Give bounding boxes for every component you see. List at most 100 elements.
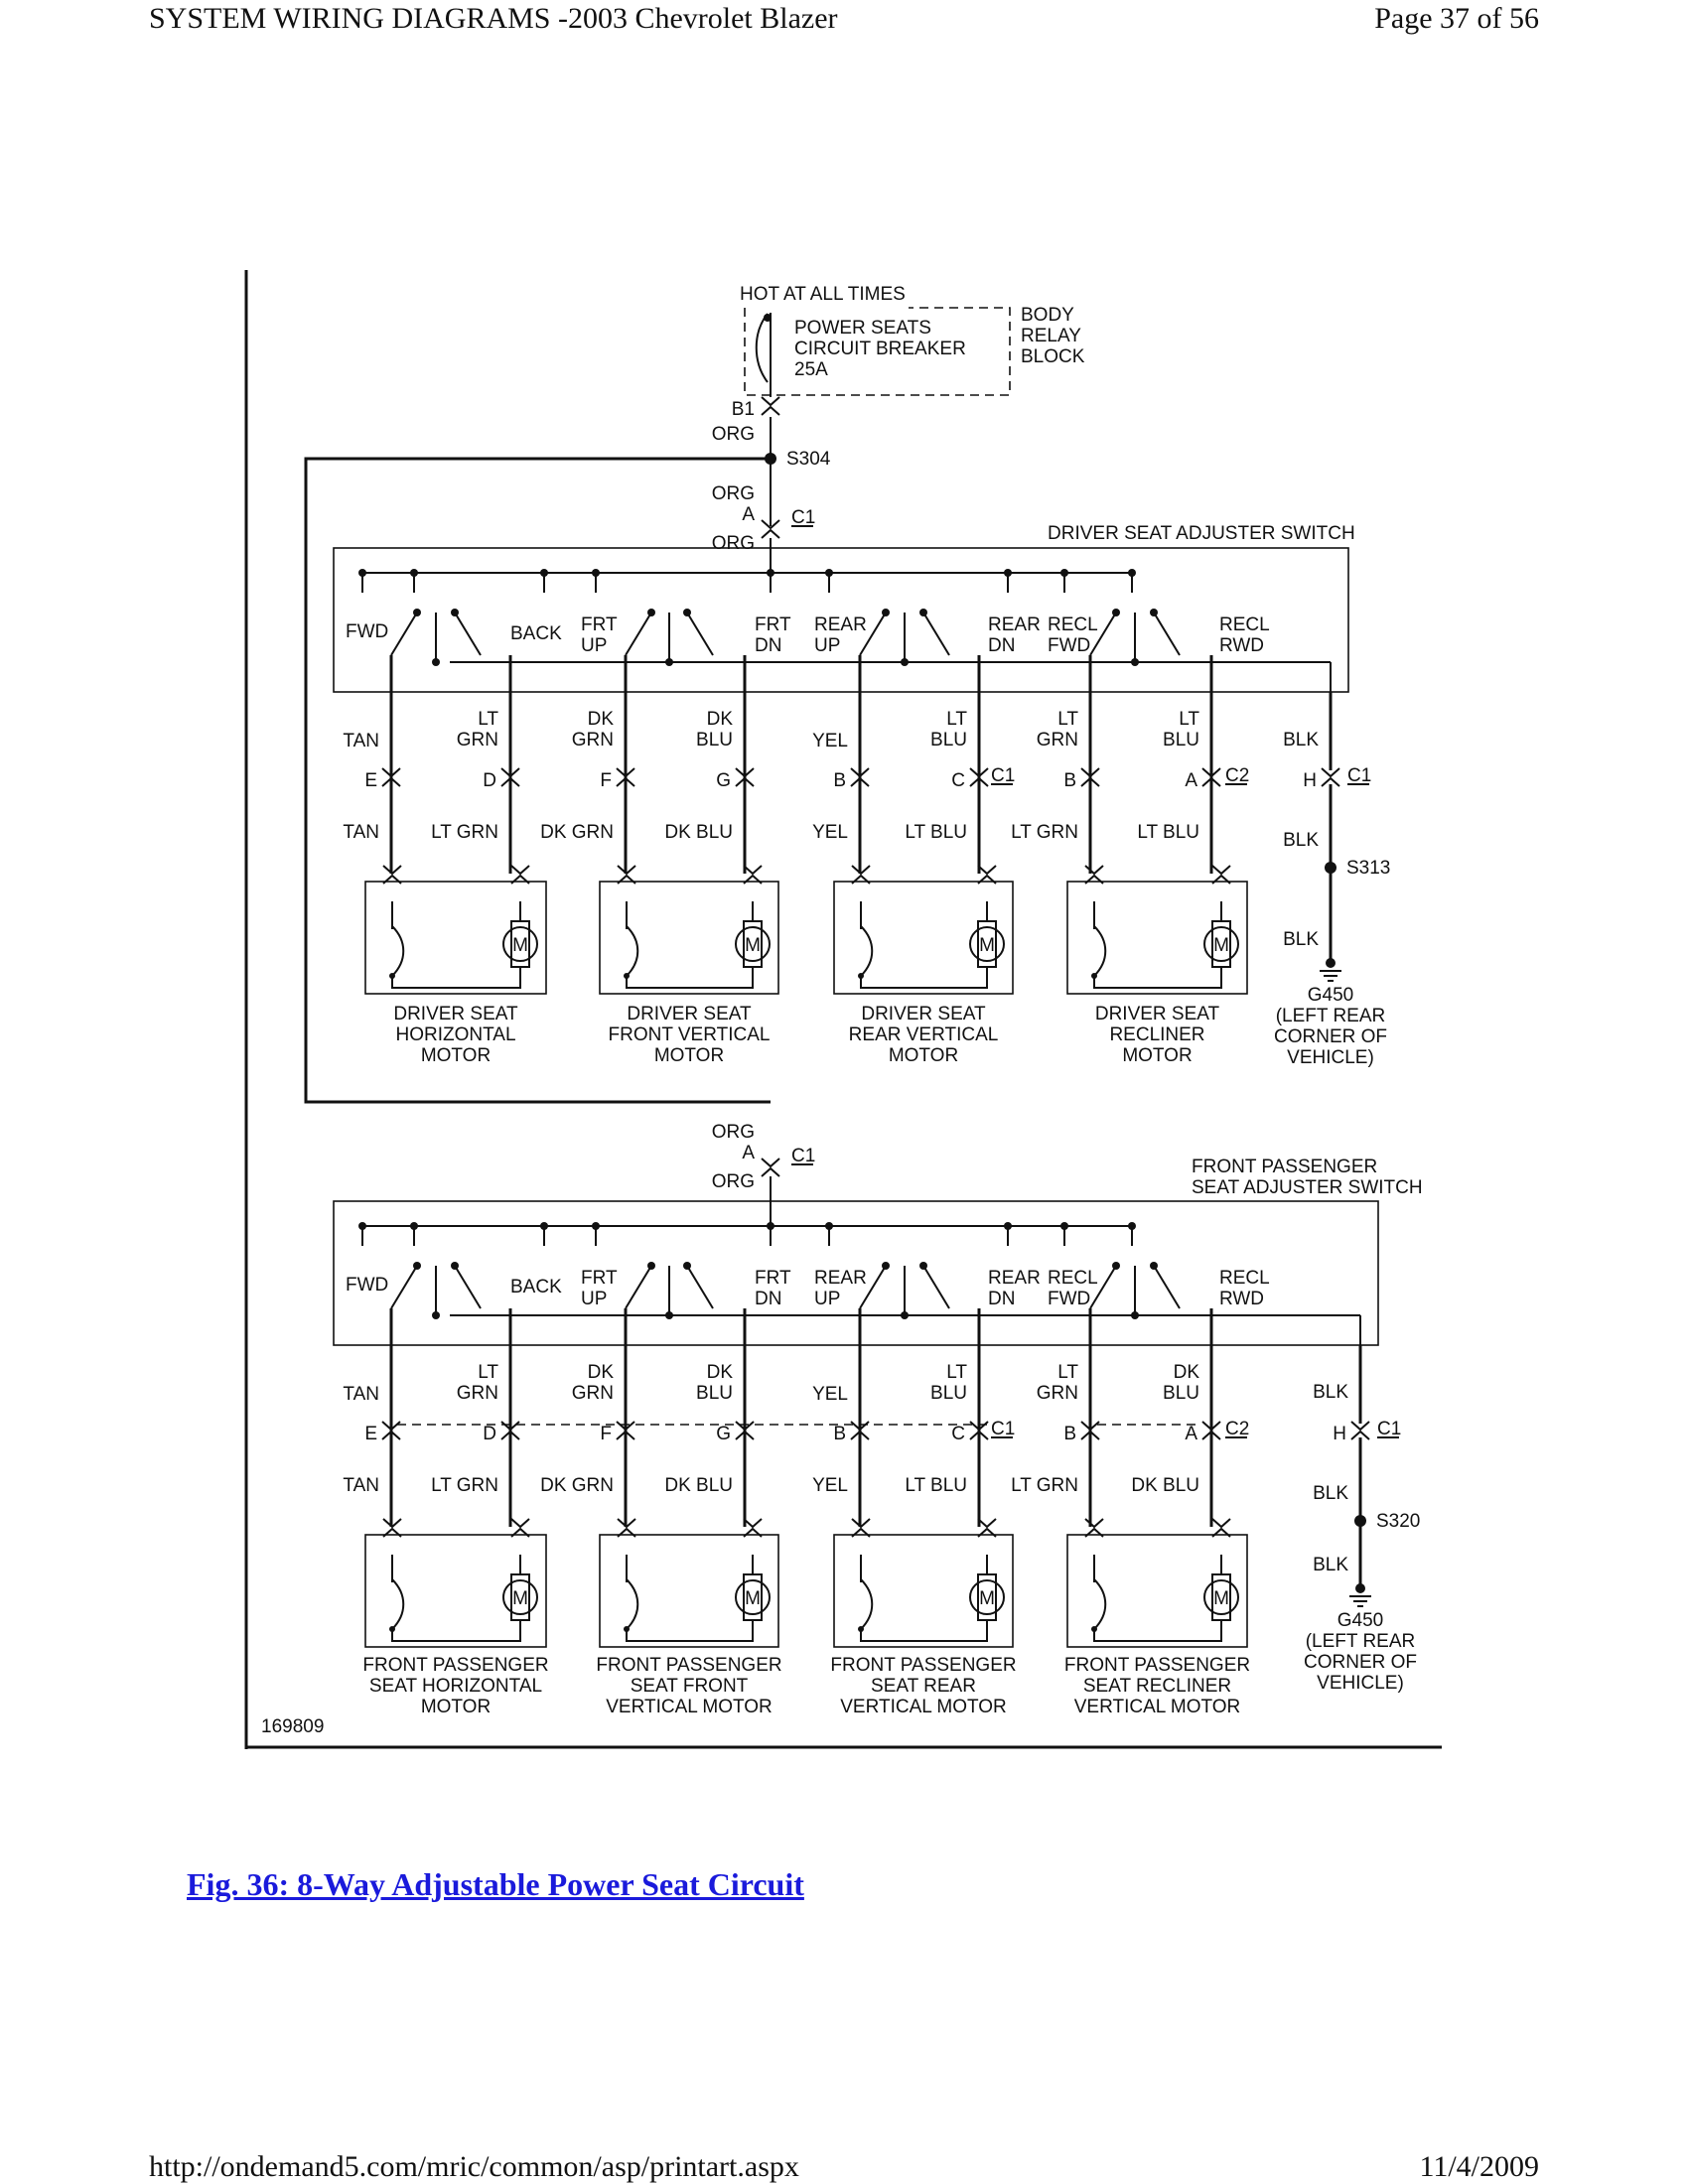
- motor-body: [510, 1573, 530, 1621]
- passenger-switch-title: FRONT PASSENGER: [1192, 1157, 1377, 1177]
- motor-breaker-icon: [860, 925, 874, 977]
- motor-name-label: DRIVER SEAT: [393, 1004, 518, 1024]
- bus-junction: [410, 1222, 418, 1230]
- wire-color-label: DK GRN: [540, 1475, 614, 1496]
- motor-circuit: [1093, 1619, 1222, 1642]
- switch-label-frt-up: FRT: [581, 1268, 618, 1289]
- switch-box: [333, 1200, 1379, 1346]
- switch-contact: [390, 612, 418, 656]
- pin-label: A: [1185, 1424, 1197, 1444]
- bus-junction: [1004, 1222, 1012, 1230]
- driver-switch-title: DRIVER SEAT ADJUSTER SWITCH: [1048, 523, 1355, 544]
- pin-label: B: [833, 1424, 846, 1444]
- bus-junction: [825, 569, 833, 577]
- motor-connector: [743, 865, 763, 885]
- b1-label: B1: [732, 399, 755, 420]
- figure-number: 169809: [261, 1716, 324, 1737]
- ground-splice-label: S313: [1346, 858, 1390, 879]
- body-relay-block-label: RELAY: [1021, 326, 1081, 346]
- ground-junction: [432, 658, 440, 666]
- figure-caption-link[interactable]: Fig. 36: 8-Way Adjustable Power Seat Cir…: [187, 1866, 804, 1902]
- motor-breaker-icon: [1093, 925, 1107, 977]
- hot-at-all-times-label: HOT AT ALL TIMES: [740, 284, 906, 305]
- wire-color-label: YEL: [812, 1384, 848, 1405]
- bus-junction: [1060, 1222, 1068, 1230]
- harness-connector: [1080, 767, 1100, 787]
- switch-label-recl-rwd: RWD: [1219, 1289, 1264, 1309]
- wire-color-label: GRN: [1037, 1383, 1078, 1404]
- bus-junction: [592, 569, 600, 577]
- switch-contact: [686, 612, 714, 656]
- motor-icon: [969, 926, 1005, 962]
- pin-label: G: [716, 1424, 731, 1444]
- harness-connector: [381, 767, 401, 787]
- switch-label-frt-up: UP: [581, 1289, 607, 1309]
- blk-label: BLK: [1313, 1382, 1348, 1403]
- harness-connector: [735, 1421, 755, 1440]
- motor-icon: [969, 1579, 1005, 1615]
- bus-junction: [1004, 569, 1012, 577]
- org-label: ORG: [712, 483, 755, 504]
- motor-connector: [851, 865, 871, 885]
- wire-color-label: YEL: [812, 731, 848, 751]
- wire-color-label: DK GRN: [540, 822, 614, 843]
- motor-connector: [743, 1518, 763, 1538]
- motor-name-label: FRONT PASSENGER: [362, 1655, 548, 1676]
- ground-location-label: (LEFT REAR: [1306, 1631, 1416, 1652]
- motor-name-label: FRONT PASSENGER: [596, 1655, 781, 1676]
- wire-color-label: LT: [946, 1362, 967, 1383]
- ground-location-label: VEHICLE): [1287, 1047, 1374, 1068]
- pin-label: A: [1185, 770, 1197, 791]
- c1-label: C1: [1347, 765, 1371, 786]
- motor-connector: [382, 1518, 402, 1538]
- ground-junction: [1131, 658, 1139, 666]
- motor-circuit: [626, 1619, 754, 1642]
- pin-label: E: [364, 770, 377, 791]
- switch-label-recl-rwd: RECL: [1219, 614, 1270, 635]
- motor-name-label: MOTOR: [421, 1045, 491, 1066]
- motor-connector: [617, 865, 636, 885]
- wire-color-label: TAN: [343, 822, 379, 843]
- wire-color-label: LT: [478, 709, 498, 730]
- ground-location-label: G450: [1337, 1610, 1383, 1631]
- bus-junction: [592, 1222, 600, 1230]
- motor-name-label: MOTOR: [421, 1697, 491, 1717]
- switch-label-rear-dn: DN: [988, 635, 1015, 656]
- pin-label: B: [1063, 1424, 1076, 1444]
- harness-connector: [969, 767, 989, 787]
- motor-breaker-icon: [860, 1578, 874, 1630]
- pin-label: F: [600, 770, 612, 791]
- wire-color-label: TAN: [343, 1384, 379, 1405]
- motor-icon: [502, 1579, 538, 1615]
- ground-dot: [1326, 958, 1336, 968]
- pin-h-label: H: [1333, 1424, 1346, 1444]
- pin-label: C: [951, 770, 965, 791]
- motor-housing: [364, 1534, 547, 1648]
- ground-dot: [1355, 1583, 1365, 1593]
- wire-color-label: DK: [1174, 1362, 1200, 1383]
- harness-connector: [1080, 1421, 1100, 1440]
- blk-label: BLK: [1283, 929, 1319, 950]
- ground-splice-label: S320: [1376, 1511, 1420, 1532]
- wire-color-label: DK: [707, 709, 734, 730]
- switch-contact: [390, 1265, 418, 1309]
- c1-label: C1: [991, 765, 1015, 786]
- wire-color-label: GRN: [572, 1383, 614, 1404]
- bus-junction: [358, 569, 366, 577]
- org-label: ORG: [712, 533, 755, 554]
- ground-location-label: (LEFT REAR: [1276, 1006, 1386, 1026]
- motor-letter: M: [745, 1588, 761, 1609]
- blk-label: BLK: [1283, 730, 1319, 751]
- motor-body: [510, 920, 530, 968]
- wire-color-label: BLU: [1163, 730, 1199, 751]
- wire-color-label: DK: [588, 709, 615, 730]
- switch-contact: [625, 612, 652, 656]
- switch-label-recl-fwd: RECL: [1048, 614, 1098, 635]
- bus-junction: [1060, 569, 1068, 577]
- motor-name-label: RECLINER: [1109, 1024, 1204, 1045]
- motor-housing: [364, 881, 547, 995]
- bus-junction: [767, 1222, 774, 1230]
- switch-label-frt-dn: FRT: [755, 614, 791, 635]
- wire-color-label: LT BLU: [905, 1475, 967, 1496]
- wire-color-label: LT: [1057, 1362, 1078, 1383]
